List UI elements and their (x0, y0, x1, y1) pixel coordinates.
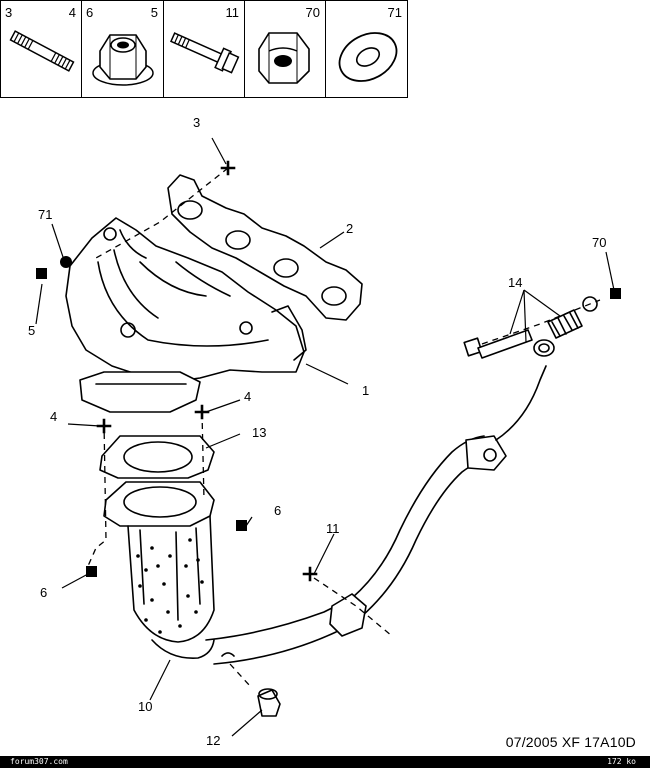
footer-bar: forum307.com 172 ko (0, 756, 650, 768)
manifold-gasket (167, 174, 363, 321)
callout-5: 5 (28, 323, 36, 338)
callout-10: 10 (138, 699, 153, 714)
catalyst-gasket (99, 435, 215, 479)
legend-cell-self-locking-nut: 70 (244, 0, 326, 98)
callout-3: 3 (193, 115, 201, 130)
washer-icon (338, 32, 398, 82)
legend-ref: 71 (387, 5, 402, 20)
bolt-icon (170, 32, 240, 74)
legend-ref: 3 (5, 5, 13, 20)
legend-qty: 4 (68, 5, 76, 20)
stud-icon (9, 30, 75, 72)
callout-1: 1 (362, 383, 370, 398)
callout-6-left: 6 (40, 585, 48, 600)
legend-cell-bolt: 11 (163, 0, 245, 98)
callout-6-right: 6 (274, 503, 282, 518)
legend-ref: 6 (86, 5, 94, 20)
callout-70: 70 (592, 235, 607, 250)
legend-cell-stud: 3 4 (0, 0, 82, 98)
legend-ref: 11 (225, 5, 240, 20)
callout-2: 2 (346, 221, 354, 236)
catalytic-converter (103, 481, 215, 659)
callout-11: 11 (326, 521, 340, 536)
callout-14: 14 (508, 275, 523, 290)
legend-cell-washer: 71 (325, 0, 408, 98)
callout-13: 13 (252, 425, 267, 440)
legend-cell-flange-nut: 6 5 (81, 0, 164, 98)
exhaust-manifold (65, 217, 307, 413)
legend-qty: 5 (150, 5, 158, 20)
exhaust-manifold-diagram (35, 137, 621, 737)
legend-ref: 70 (305, 5, 320, 20)
callout-4-right: 4 (244, 389, 252, 404)
callout-71: 71 (38, 207, 53, 222)
site-watermark: forum307.com (10, 757, 68, 766)
flange-nut-icon (92, 34, 154, 86)
callout-4-left: 4 (50, 409, 58, 424)
front-exhaust-pipe (205, 365, 547, 665)
file-size: 172 ko (607, 757, 636, 766)
oxygen-sensor-plug (221, 652, 281, 717)
spring-bolt-kit (463, 296, 598, 359)
diagram-reference: 07/2005 XF 17A10D (505, 734, 636, 750)
callout-12: 12 (206, 733, 221, 748)
parts-legend: 3 4 6 5 11 (0, 0, 408, 100)
self-locking-nut-icon (258, 32, 310, 84)
